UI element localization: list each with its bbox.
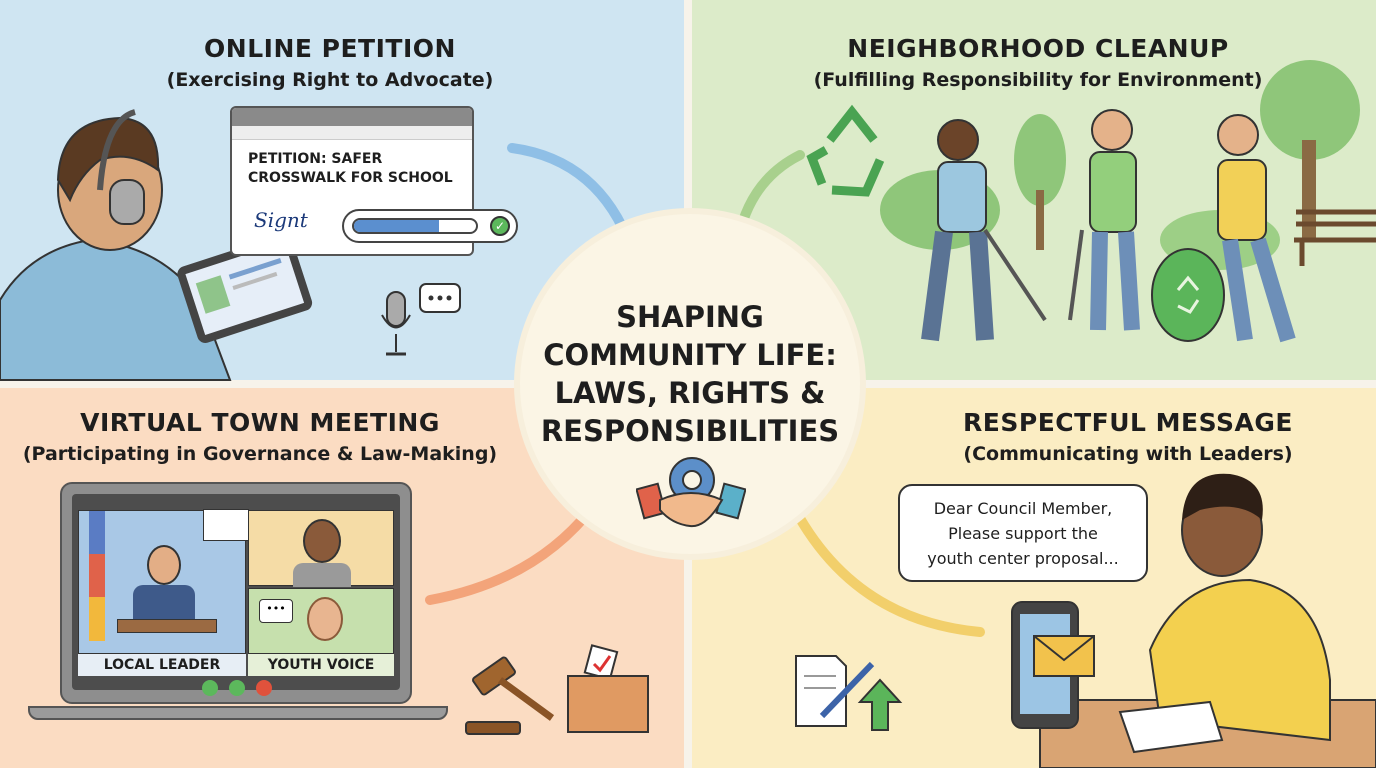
leader-suit [133, 585, 195, 625]
panel-title: VIRTUAL TOWN MEETING [80, 408, 440, 437]
title-virtual-town-meeting: VIRTUAL TOWN MEETING (Participating in G… [0, 408, 520, 465]
handshake-gear-icon [636, 457, 746, 528]
gavel-icon [465, 656, 555, 735]
label-local-leader: LOCAL LEADER [78, 654, 246, 676]
chat-bubble-icon [419, 283, 461, 313]
chat-bubble-icon: ••• [259, 599, 293, 623]
recycle-icon [806, 104, 885, 197]
progress-fill [354, 220, 440, 232]
message-line: youth center proposal... [927, 549, 1119, 568]
leader-face [147, 545, 181, 585]
center-title-line: LAWS, RIGHTS & [554, 376, 826, 410]
petition-title: PETITION: SAFER CROSSWALK FOR SCHOOL [248, 150, 453, 188]
video-icon[interactable] [229, 680, 245, 696]
volunteer-2 [1068, 109, 1140, 331]
arrow-orange [425, 495, 603, 605]
center-circle: SHAPING COMMUNITY LIFE: LAWS, RIGHTS & R… [520, 214, 860, 554]
check-icon: ✓ [490, 216, 510, 236]
slide-bubble [203, 509, 249, 541]
panel-subtitle: (Exercising Right to Advocate) [166, 69, 494, 91]
bench-icon [1294, 209, 1376, 266]
panel-title: ONLINE PETITION [204, 34, 456, 63]
petition-browser-window: PETITION: SAFER CROSSWALK FOR SCHOOL Sig… [230, 106, 474, 256]
participant-face [303, 519, 341, 563]
arrow-yellow [785, 495, 985, 637]
person-writing [1148, 473, 1331, 742]
title-online-petition: ONLINE PETITION (Exercising Right to Adv… [0, 34, 660, 91]
panel-subtitle: (Participating in Governance & Law-Makin… [22, 443, 498, 465]
title-neighborhood-cleanup: NEIGHBORHOOD CLEANUP (Fulfilling Respons… [700, 34, 1376, 91]
panel-subtitle: (Fulfilling Responsibility for Environme… [813, 69, 1263, 91]
progress-track [352, 218, 478, 234]
petition-title-line: CROSSWALK FOR SCHOOL [248, 170, 453, 186]
hang-up-icon[interactable] [256, 680, 272, 696]
participant-body [293, 563, 351, 587]
label-youth-voice: YOUTH VOICE [248, 654, 394, 676]
microphone-icon [381, 291, 411, 356]
center-title-line: RESPONSIBILITIES [540, 414, 840, 448]
microphone-icon[interactable] [202, 680, 218, 696]
flag [89, 511, 105, 641]
signature: Signt [254, 208, 308, 232]
youth-face [307, 597, 343, 641]
paper [1118, 700, 1224, 754]
center-title-line: SHAPING [616, 300, 764, 334]
petition-progress: ✓ [342, 209, 518, 243]
message-bubble: Dear Council Member, Please support the … [898, 484, 1148, 582]
trash-bag-icon [1151, 248, 1225, 342]
laptop-base [28, 706, 448, 720]
document-pen-icon [795, 655, 875, 727]
volunteer-3 [1217, 114, 1296, 343]
center-title: SHAPING COMMUNITY LIFE: LAWS, RIGHTS & R… [520, 298, 860, 450]
browser-titlebar [232, 108, 472, 126]
panel-title: RESPECTFUL MESSAGE [963, 408, 1293, 437]
arrow-up-icon [857, 678, 903, 731]
message-line: Dear Council Member, [933, 499, 1113, 518]
video-tile-participant [248, 510, 394, 587]
browser-address-bar [232, 126, 472, 140]
person-headphones [0, 109, 232, 381]
video-tile-youth-voice: ••• [248, 588, 394, 654]
panel-subtitle: (Communicating with Leaders) [963, 443, 1293, 465]
panel-title: NEIGHBORHOOD CLEANUP [847, 34, 1229, 63]
video-tile-local-leader [78, 509, 249, 654]
center-title-line: COMMUNITY LIFE: [543, 338, 837, 372]
laptop-video-call: LOCAL LEADER ••• YOUTH VOICE [28, 482, 448, 720]
ballot-box-icon [567, 644, 649, 733]
petition-title-line: PETITION: SAFER [248, 151, 383, 167]
message-line: Please support the [948, 524, 1098, 543]
title-respectful-message: RESPECTFUL MESSAGE (Communicating with L… [880, 408, 1376, 465]
tablet-icon [177, 233, 313, 343]
laptop-screen: LOCAL LEADER ••• YOUTH VOICE [72, 494, 400, 696]
volunteer-1 [921, 119, 1047, 342]
envelope-icon [1033, 635, 1095, 677]
podium [117, 619, 217, 633]
